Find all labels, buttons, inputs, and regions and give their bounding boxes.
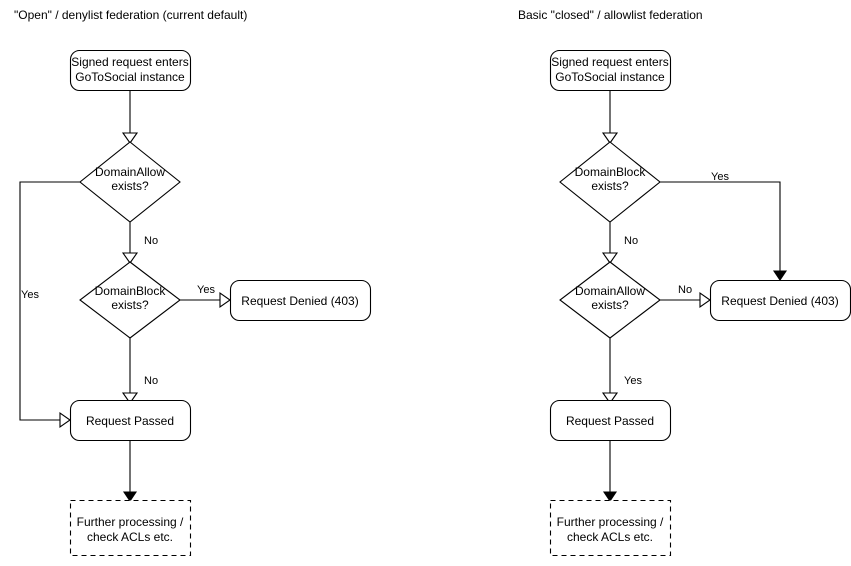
edge-label-domainblock-no: No xyxy=(624,235,638,247)
edge-domainblock-yes-to-denied-closed: Yes xyxy=(660,171,788,281)
edge-domainallow-no-to-denied-closed: No xyxy=(660,284,711,309)
edge-domainallow-yes-to-passed-closed: Yes xyxy=(601,338,642,404)
node-further-processing-shape xyxy=(69,499,192,557)
arrowhead-filled-icon xyxy=(772,270,788,281)
edge-label-domainallow-yes: Yes xyxy=(21,289,39,301)
node-further-processing-label-line2: check ACLs etc. xyxy=(567,530,653,544)
node-request-denied-shape xyxy=(229,279,372,322)
node-request-denied-open: Request Denied (403) xyxy=(229,279,372,322)
arrowhead-open-icon xyxy=(219,291,231,309)
diagram-title-closed-allowlist: Basic "closed" / allowlist federation xyxy=(518,8,703,22)
node-entry-label-line2: GoToSocial instance xyxy=(555,70,665,84)
diagram-open-denylist: "Open" / denylist federation (current de… xyxy=(14,8,372,557)
node-decision-domainblock-closed: DomainBlock exists? xyxy=(559,141,661,223)
arrowhead-filled-icon xyxy=(122,491,138,502)
node-decision-domainblock-label-line2: exists? xyxy=(591,179,629,193)
edge-passed-to-further-closed xyxy=(602,441,618,502)
node-decision-domainblock-label-line2: exists? xyxy=(111,298,149,312)
arrowhead-open-icon xyxy=(601,392,619,404)
edge-entry-to-domainallow xyxy=(121,90,139,144)
node-request-denied-label: Request Denied (403) xyxy=(721,294,838,308)
node-decision-domainallow-closed: DomainAllow exists? xyxy=(559,261,661,339)
edge-label-domainblock-no: No xyxy=(144,375,158,387)
edge-label-domainblock-yes: Yes xyxy=(711,171,729,183)
edge-domainblock-no-to-passed: No xyxy=(121,338,158,404)
diagram-closed-allowlist: Basic "closed" / allowlist federation Si… xyxy=(518,8,851,557)
edge-label-domainallow-no: No xyxy=(144,235,158,247)
edge-label-domainblock-yes: Yes xyxy=(197,284,215,296)
node-decision-domainallow-open: DomainAllow exists? xyxy=(79,141,181,223)
edge-domainblock-no-to-domainallow: No xyxy=(601,222,638,264)
node-entry-label-line2: GoToSocial instance xyxy=(75,70,185,84)
node-decision-domainallow-label-line2: exists? xyxy=(591,298,629,312)
node-further-processing-closed: Further processing / check ACLs etc. xyxy=(549,499,672,557)
node-decision-domainblock-label-line1: DomainBlock xyxy=(575,165,647,179)
node-further-processing-label-line1: Further processing / xyxy=(77,515,184,529)
node-decision-domainblock-label-line1: DomainBlock xyxy=(95,284,167,298)
arrowhead-open-icon xyxy=(699,291,711,309)
arrowhead-open-icon xyxy=(121,252,139,264)
node-decision-domainallow-label-line2: exists? xyxy=(111,179,149,193)
arrowhead-open-icon xyxy=(601,252,619,264)
node-request-passed-label: Request Passed xyxy=(566,414,654,428)
edge-label-domainallow-no: No xyxy=(678,284,692,296)
edge-label-domainallow-yes: Yes xyxy=(624,375,642,387)
node-further-processing-label-line1: Further processing / xyxy=(557,515,664,529)
edge-domainallow-no-to-domainblock: No xyxy=(121,222,158,264)
node-further-processing-shape xyxy=(549,499,672,557)
node-entry-closed: Signed request enters GoToSocial instanc… xyxy=(549,49,672,92)
node-entry-label-line1: Signed request enters xyxy=(551,55,668,69)
edge-entry-to-domainblock xyxy=(601,90,619,144)
node-entry-label-line1: Signed request enters xyxy=(71,55,188,69)
node-further-processing-label-line2: check ACLs etc. xyxy=(87,530,173,544)
node-decision-domainblock-open: DomainBlock exists? xyxy=(79,261,181,339)
node-request-passed-closed: Request Passed xyxy=(549,399,672,442)
diagram-title-open-denylist: "Open" / denylist federation (current de… xyxy=(14,8,247,22)
node-decision-domainallow-label-line1: DomainAllow xyxy=(95,165,165,179)
node-request-passed-shape xyxy=(549,399,672,442)
arrowhead-open-icon xyxy=(59,411,71,429)
arrowhead-filled-icon xyxy=(602,491,618,502)
node-request-denied-closed: Request Denied (403) xyxy=(709,279,851,322)
node-request-denied-label: Request Denied (403) xyxy=(241,294,358,308)
node-request-passed-label: Request Passed xyxy=(86,414,174,428)
arrowhead-open-icon xyxy=(601,132,619,144)
edge-domainblock-yes-to-denied: Yes xyxy=(180,284,231,309)
node-request-passed-shape xyxy=(69,399,192,442)
node-request-passed-open: Request Passed xyxy=(69,399,192,442)
arrowhead-open-icon xyxy=(121,132,139,144)
node-decision-domainallow-label-line1: DomainAllow xyxy=(575,284,645,298)
edge-domainallow-yes-to-passed: Yes xyxy=(19,181,80,429)
node-entry-open: Signed request enters GoToSocial instanc… xyxy=(69,49,192,92)
arrowhead-open-icon xyxy=(121,392,139,404)
node-further-processing-open: Further processing / check ACLs etc. xyxy=(69,499,192,557)
edge-passed-to-further-open xyxy=(122,441,138,502)
